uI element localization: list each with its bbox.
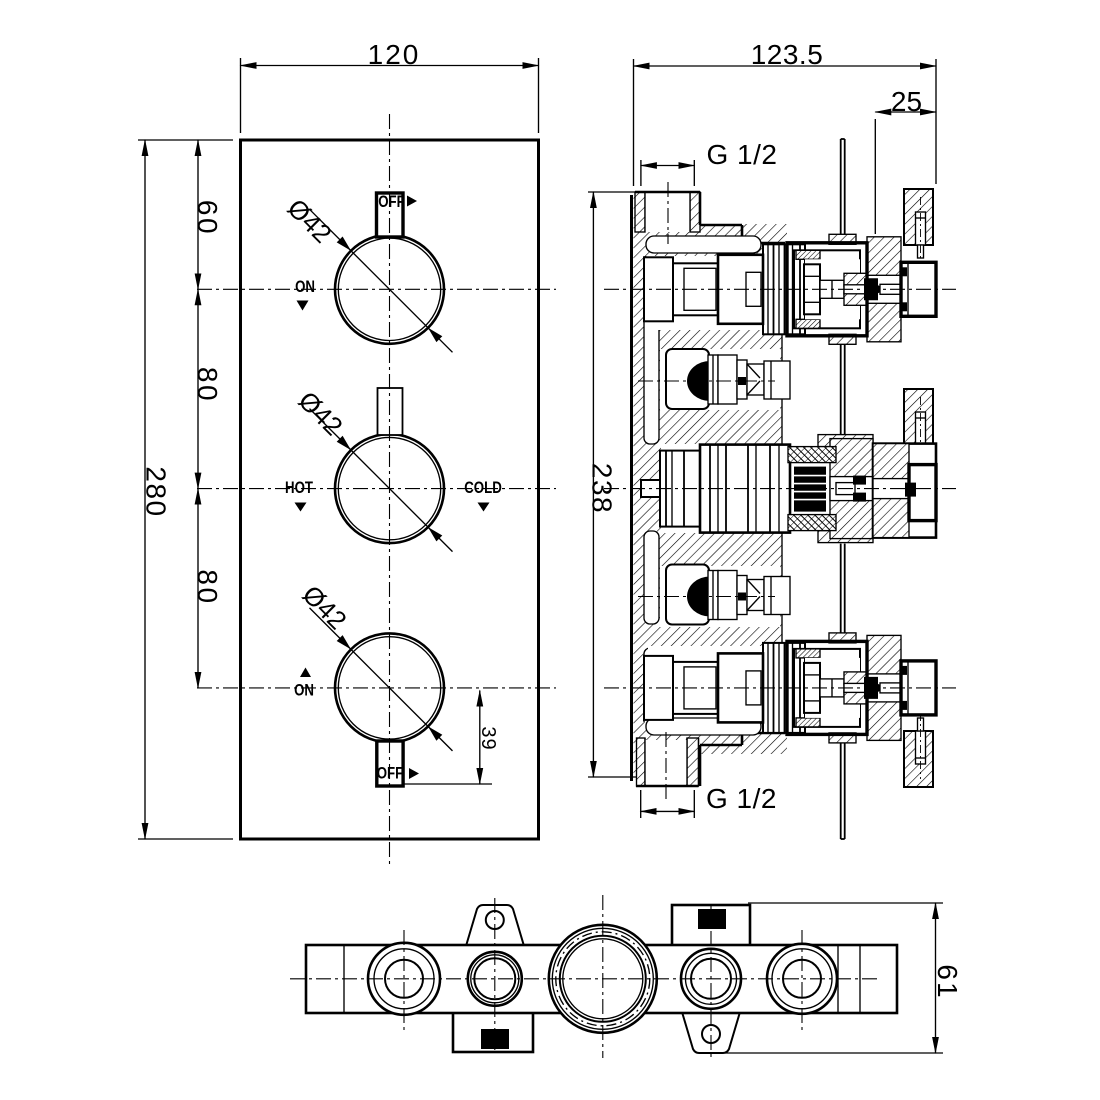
- svg-text:60: 60: [192, 200, 223, 236]
- svg-text:39: 39: [477, 726, 499, 750]
- svg-text:Ø42: Ø42: [297, 579, 353, 635]
- svg-text:OFF: OFF: [378, 193, 405, 212]
- svg-text:ON: ON: [294, 681, 314, 700]
- svg-text:123.5: 123.5: [751, 39, 824, 70]
- svg-text:280: 280: [141, 466, 172, 517]
- svg-text:G 1/2: G 1/2: [707, 139, 778, 170]
- svg-text:ON: ON: [295, 278, 315, 297]
- svg-text:OFF: OFF: [377, 764, 404, 783]
- svg-text:120: 120: [368, 39, 421, 70]
- svg-text:Ø42: Ø42: [282, 193, 338, 249]
- svg-text:Ø42: Ø42: [293, 385, 349, 441]
- svg-text:25: 25: [891, 86, 922, 117]
- svg-text:80: 80: [192, 367, 223, 403]
- svg-text:COLD: COLD: [464, 479, 502, 498]
- svg-text:80: 80: [192, 569, 223, 605]
- svg-text:G 1/2: G 1/2: [706, 783, 777, 814]
- svg-text:238: 238: [587, 463, 618, 514]
- svg-text:HOT: HOT: [285, 479, 314, 498]
- svg-text:61: 61: [932, 964, 963, 999]
